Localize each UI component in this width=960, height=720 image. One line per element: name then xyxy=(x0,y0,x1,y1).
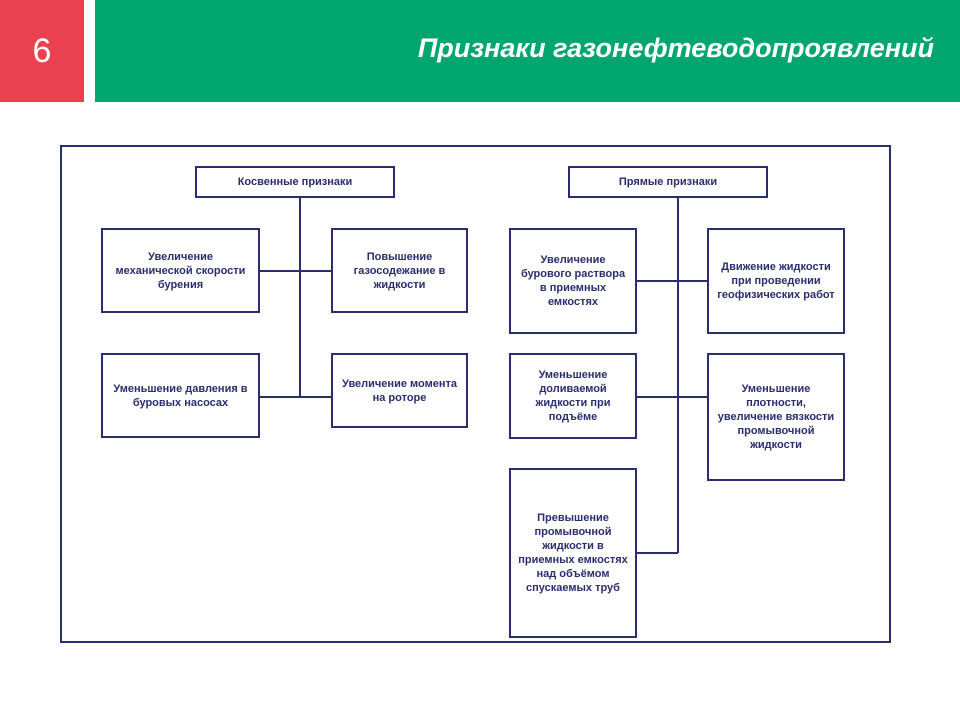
slide-title: Признаки газонефтеводопроявлений xyxy=(417,33,934,63)
sign-box-mechanical-speed: Увеличение механической скорости бурения xyxy=(101,228,260,313)
sign-box-pump-pressure: Уменьшение давления в буровых насосах xyxy=(101,353,260,438)
sign-box-fluid-movement: Движение жидкости при проведении геофизи… xyxy=(707,228,845,334)
title-bar: Признаки газонефтеводопроявлений xyxy=(95,0,960,102)
indirect-signs-header: Косвенные признаки xyxy=(195,166,395,198)
direct-signs-header: Прямые признаки xyxy=(568,166,768,198)
sign-box-gas-content: Повышение газосодежание в жидкости xyxy=(331,228,468,313)
sign-box-rotor-torque: Увеличение момента на роторе xyxy=(331,353,468,428)
sign-box-fluid-excess: Превышение промывочной жидкости в приемн… xyxy=(509,468,637,638)
diagram-frame xyxy=(60,145,891,643)
sign-box-mud-volume: Увеличение бурового раствора в приемных … xyxy=(509,228,637,334)
sign-box-density-viscosity: Уменьшение плотности, увеличение вязкост… xyxy=(707,353,845,481)
sign-box-fill-decrease: Уменьшение доливаемой жидкости при подъё… xyxy=(509,353,637,439)
slide-number: 6 xyxy=(0,0,84,102)
